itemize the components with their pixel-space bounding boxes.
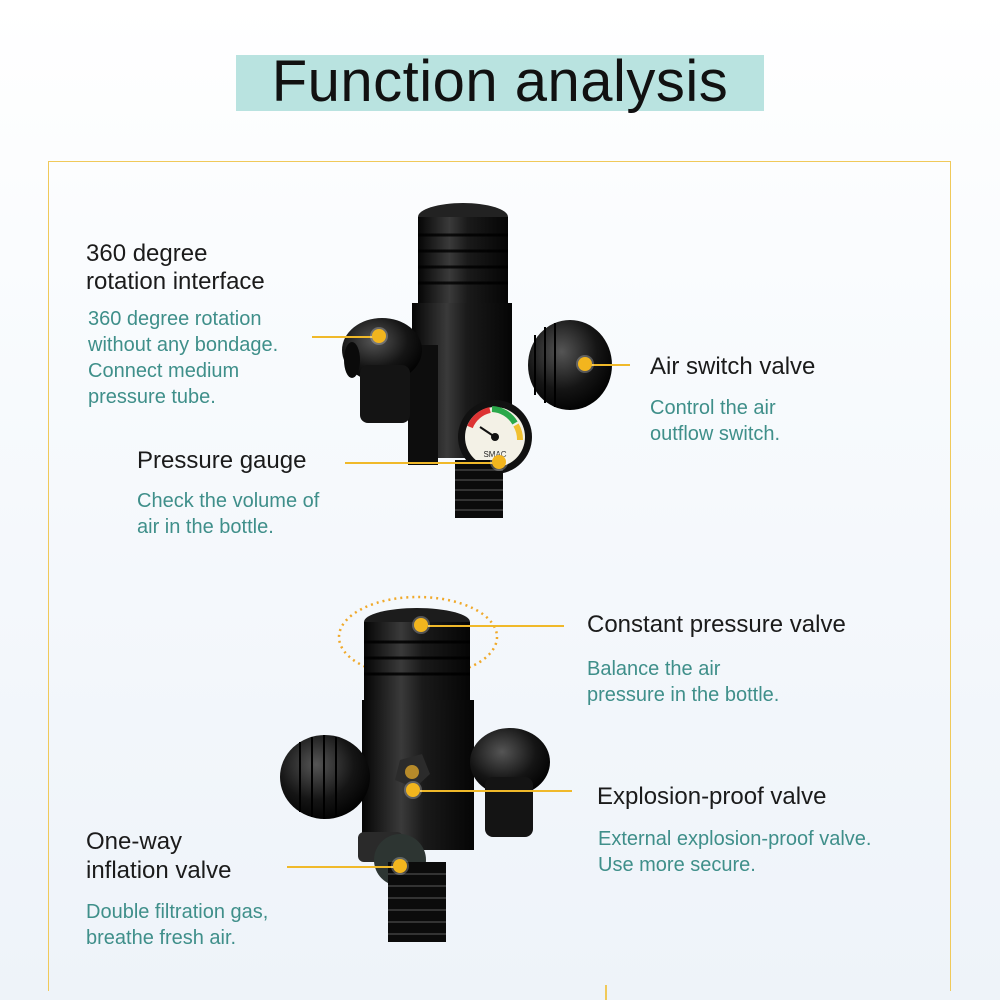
gauge-brand-text: SMAC <box>483 450 506 459</box>
regulator-bottom-image <box>280 595 550 942</box>
title-band <box>236 55 764 111</box>
callout-line-gauge <box>345 462 495 464</box>
inflation-valve-desc-line1: Double filtration gas, <box>86 901 269 923</box>
inflation-valve-desc-line2: breathe fresh air. <box>86 927 237 949</box>
air-switch-desc-line2: outflow switch. <box>650 423 781 445</box>
rotation-interface-desc-line1: 360 degree rotation <box>88 308 262 330</box>
content-frame <box>48 161 951 991</box>
callout-line-explosion-proof <box>420 790 572 792</box>
pressure-gauge-desc-line2: air in the bottle. <box>137 516 274 538</box>
callout-dot-rotation <box>372 329 386 343</box>
callout-dot-inflation <box>393 859 407 873</box>
page-title: Function analysis <box>271 49 729 114</box>
rotation-interface-label-line1: 360 degree <box>86 240 208 267</box>
callout-dot-explosion-proof <box>406 783 420 797</box>
pressure-gauge-label: Pressure gauge <box>137 447 307 474</box>
rotation-interface-label-line2: rotation interface <box>86 268 265 295</box>
inflation-valve-label-line2: inflation valve <box>86 857 232 884</box>
callout-dot-gauge <box>492 455 506 469</box>
inflation-valve-label-line1: One-way <box>86 828 183 855</box>
regulator-top-image: SMAC <box>342 203 612 518</box>
explosion-proof-desc-line1: External explosion-proof valve. <box>598 828 872 850</box>
callout-line-rotation <box>312 336 376 338</box>
air-switch-desc-line1: Control the air <box>650 397 776 419</box>
explosion-proof-desc-line2: Use more secure. <box>598 854 756 876</box>
callout-dot-air-switch <box>578 357 592 371</box>
frame-tick <box>605 985 607 1000</box>
callout-line-inflation <box>287 866 395 868</box>
rotation-interface-desc-line2: without any bondage. <box>88 334 279 356</box>
constant-pressure-label: Constant pressure valve <box>587 611 846 638</box>
explosion-proof-label: Explosion-proof valve <box>597 783 827 810</box>
rotation-interface-desc-line4: pressure tube. <box>88 386 216 408</box>
constant-pressure-desc-line1: Balance the air <box>587 658 721 680</box>
air-switch-label: Air switch valve <box>650 353 816 380</box>
callout-dot-constant-pressure <box>414 618 428 632</box>
callout-line-air-switch <box>588 364 630 366</box>
rotation-interface-desc-line3: Connect medium <box>88 360 240 382</box>
pressure-gauge-desc-line1: Check the volume of <box>137 490 320 512</box>
constant-pressure-desc-line2: pressure in the bottle. <box>587 684 780 706</box>
callout-line-constant-pressure <box>428 625 564 627</box>
